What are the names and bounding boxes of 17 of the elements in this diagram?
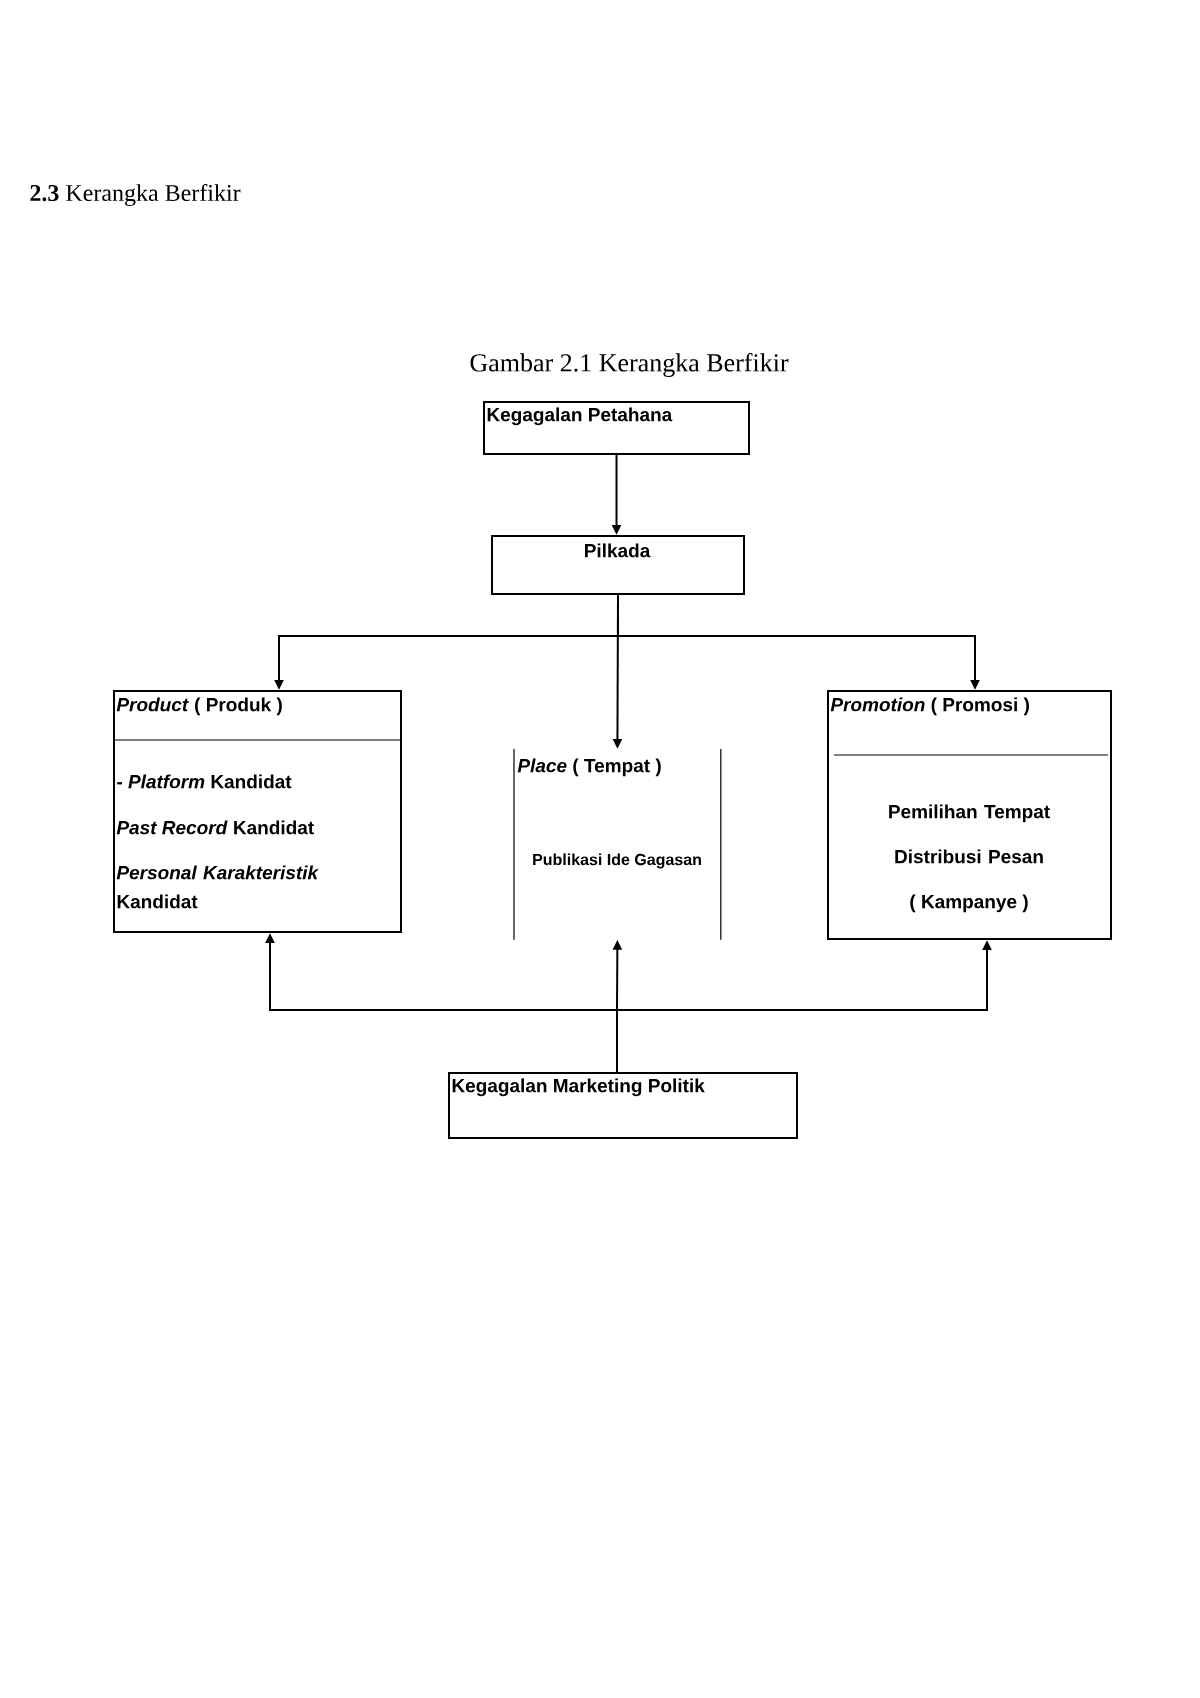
process-box (112, 690, 403, 933)
list-item: - Platform Kandidat (117, 774, 292, 789)
list-item: Past Record Kandidat (116, 820, 314, 835)
section-heading: 2.3 Kerangka Berfikir (30, 183, 241, 207)
body-text: Pemilihan Tempat Distribusi Pesan (889, 804, 1050, 864)
body-text: Publikasi Ide Gagasan (533, 853, 701, 869)
process-box (827, 690, 1112, 940)
process-box: Kegagalan Marketing Politik (448, 1072, 798, 1139)
process-box: Kegagalan Petahana (483, 401, 750, 455)
box-heading: Product ( Produk ) (116, 697, 282, 716)
figure-caption: Gambar 2.1 Kerangka Berfikir (470, 353, 789, 377)
body-text: ( Kampanye ) (910, 894, 1028, 913)
process-box: Pilkada (491, 535, 745, 595)
list-item: Personal Karakteristik Kandidat (116, 865, 319, 909)
box-heading: Promotion ( Promosi ) (830, 697, 1029, 716)
box-heading: Place ( Tempat ) (517, 758, 661, 777)
process-box (513, 748, 722, 941)
